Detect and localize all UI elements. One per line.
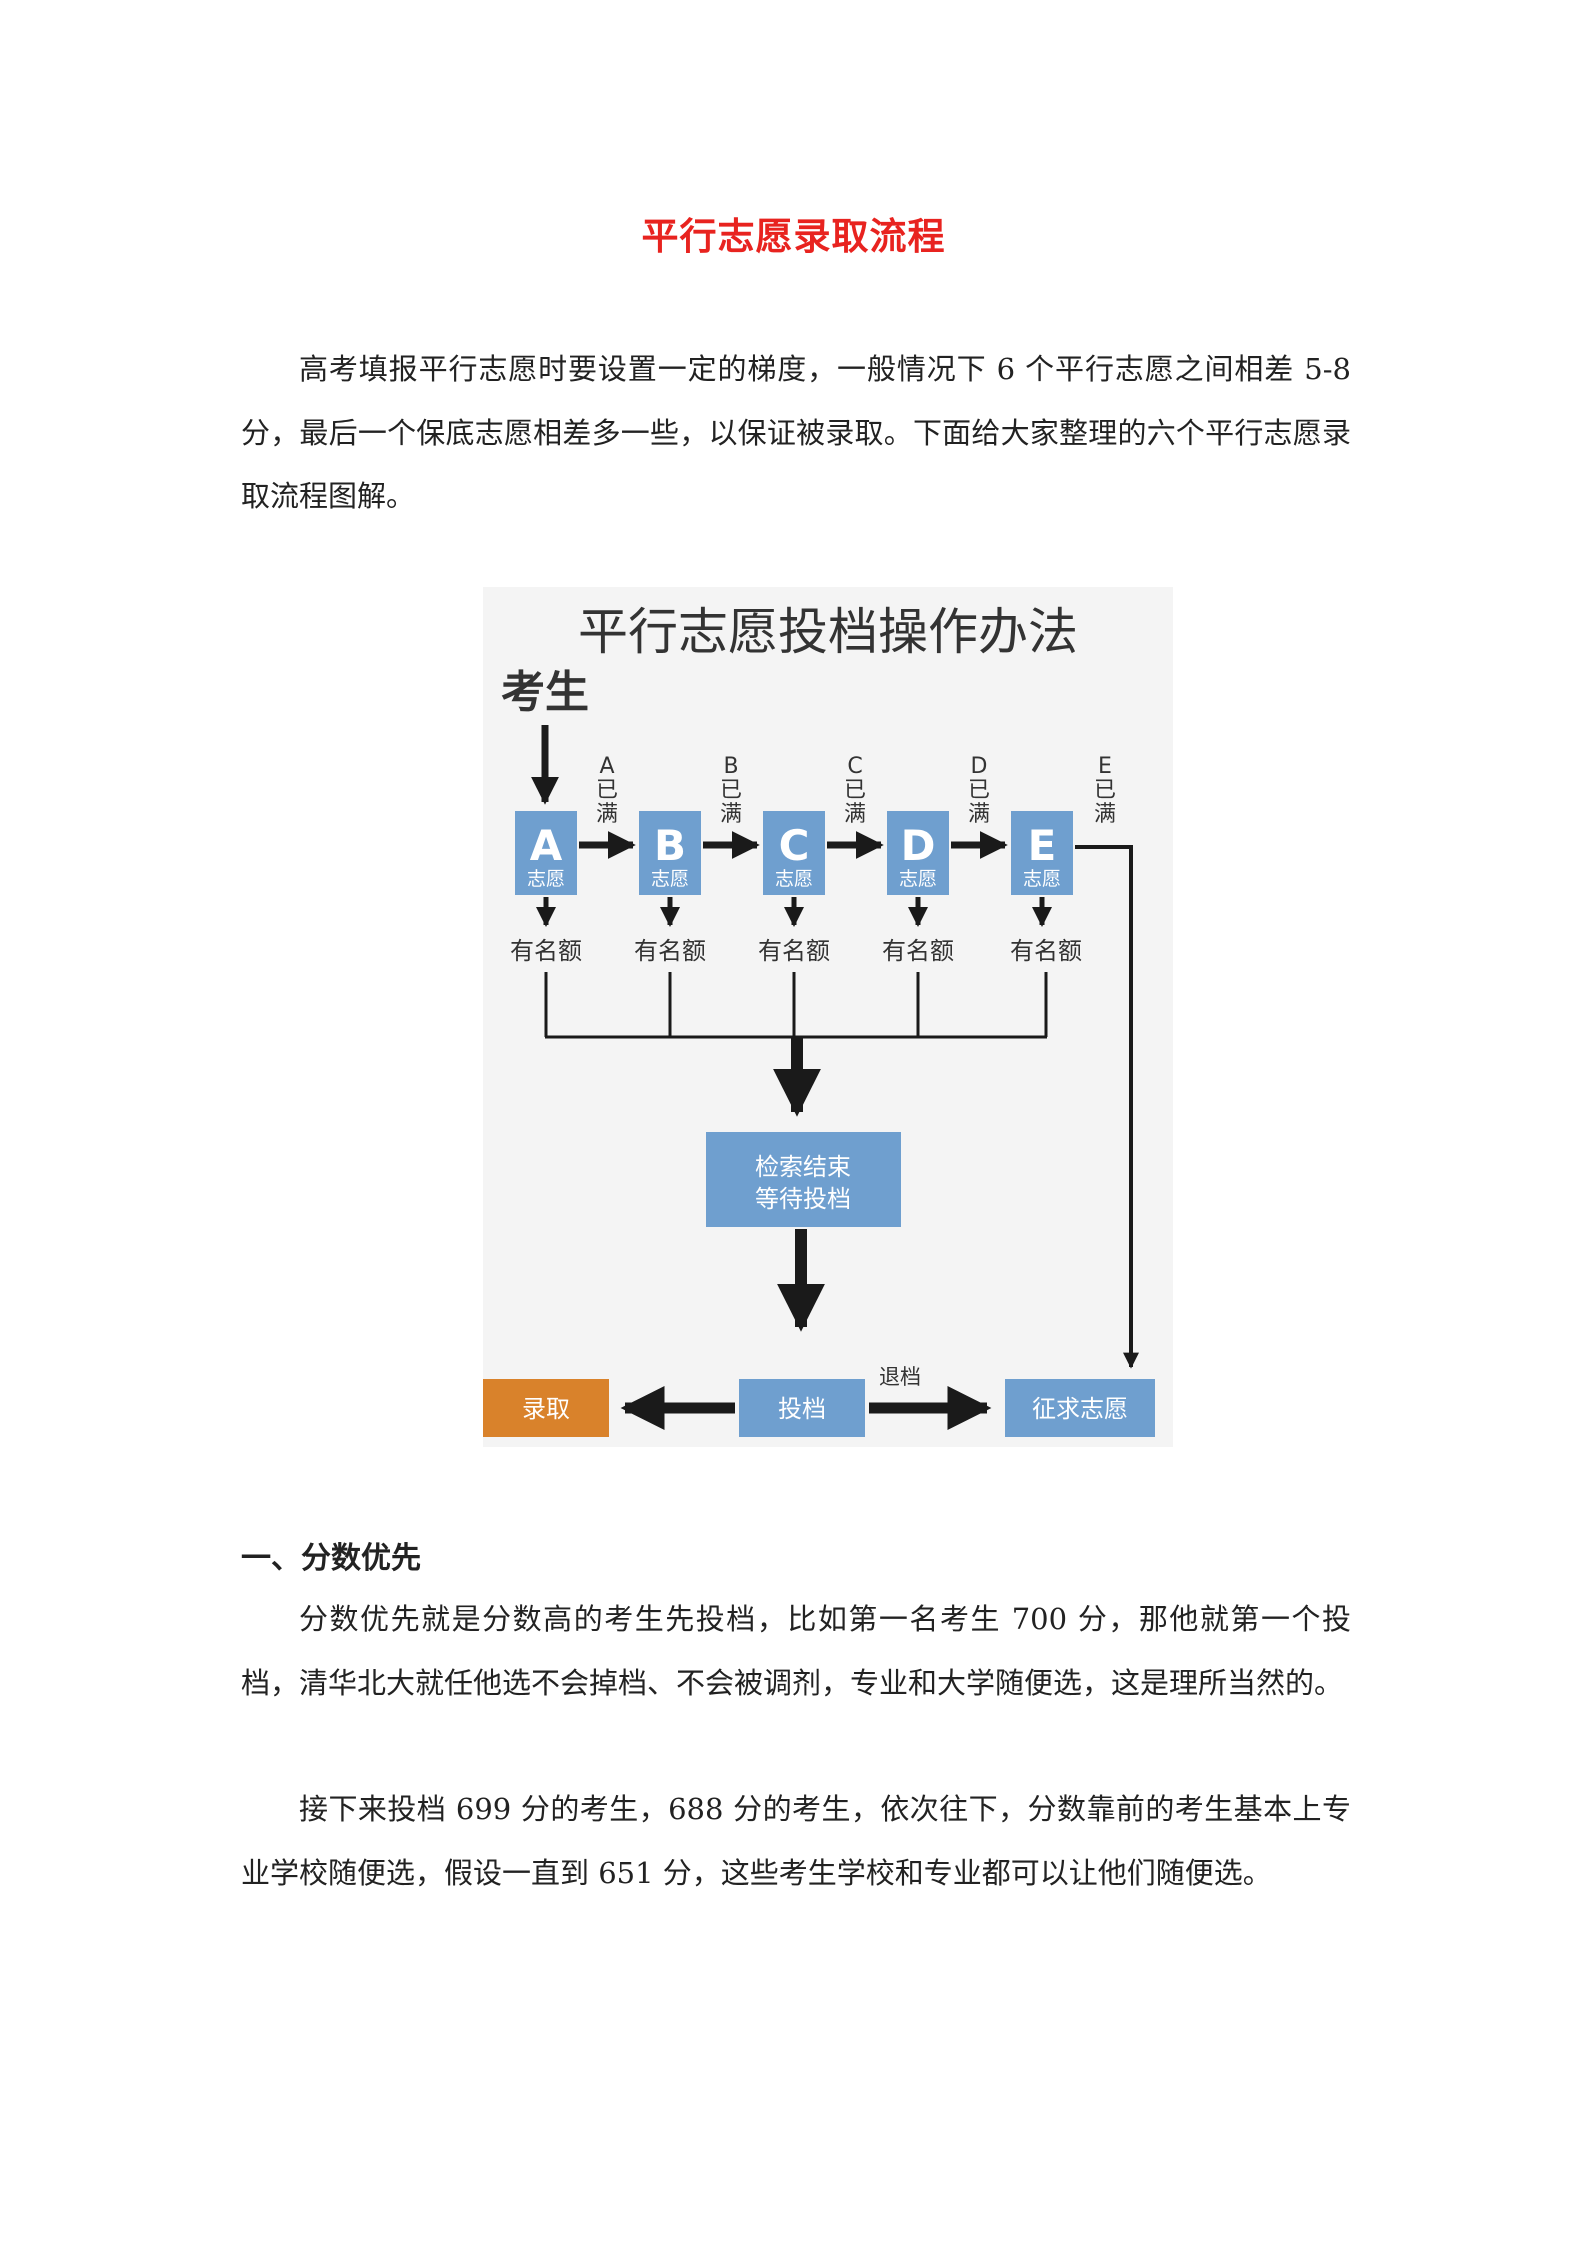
arrow-e-to-solicit bbox=[1075, 845, 1139, 1369]
label-c-full: C 已 满 bbox=[844, 754, 866, 827]
quota-a: 有名额 bbox=[510, 937, 582, 965]
admit-box: 录取 bbox=[483, 1379, 609, 1437]
svg-text:已: 已 bbox=[720, 778, 742, 803]
return-label: 退档 bbox=[879, 1365, 921, 1389]
svg-text:志愿: 志愿 bbox=[651, 868, 689, 890]
search-end-box: 检索结束 等待投档 bbox=[706, 1132, 901, 1227]
label-d-full: D 已 满 bbox=[968, 754, 990, 827]
svg-text:A: A bbox=[530, 821, 563, 870]
svg-text:志愿: 志愿 bbox=[775, 868, 813, 890]
box-a: A 志愿 bbox=[515, 811, 577, 895]
student-label: 考生 bbox=[501, 667, 589, 718]
box-d: D 志愿 bbox=[887, 811, 949, 895]
svg-text:已: 已 bbox=[844, 778, 866, 803]
quota-e: 有名额 bbox=[1010, 937, 1082, 965]
box-c: C 志愿 bbox=[763, 811, 825, 895]
svg-text:已: 已 bbox=[968, 778, 990, 803]
label-b-full: B 已 满 bbox=[720, 754, 742, 827]
label-e-full: E 已 满 bbox=[1094, 754, 1116, 827]
svg-text:C: C bbox=[847, 754, 862, 779]
svg-text:满: 满 bbox=[720, 802, 742, 827]
svg-text:C: C bbox=[779, 821, 810, 870]
svg-text:征求志愿: 征求志愿 bbox=[1032, 1395, 1128, 1423]
box-b: B 志愿 bbox=[639, 811, 701, 895]
svg-text:志愿: 志愿 bbox=[1023, 868, 1061, 890]
flowchart-figure: 平行志愿投档操作办法 考生 A 志愿 B 志愿 C 志愿 D 志愿 E 志愿 bbox=[483, 587, 1173, 1447]
box-e: E 志愿 bbox=[1011, 811, 1073, 895]
svg-text:满: 满 bbox=[968, 802, 990, 827]
svg-text:投档: 投档 bbox=[778, 1395, 826, 1423]
section1-paragraph-2: 接下来投档 699 分的考生，688 分的考生，依次往下，分数靠前的考生基本上专… bbox=[241, 1792, 1351, 1890]
svg-text:满: 满 bbox=[1094, 802, 1116, 827]
quota-b: 有名额 bbox=[634, 937, 706, 965]
solicit-box: 征求志愿 bbox=[1005, 1379, 1155, 1437]
document-title: 平行志愿录取流程 bbox=[641, 214, 946, 258]
svg-text:B: B bbox=[654, 821, 686, 870]
svg-text:已: 已 bbox=[596, 778, 618, 803]
svg-text:检索结束: 检索结束 bbox=[755, 1153, 851, 1181]
svg-text:E: E bbox=[1098, 754, 1112, 779]
quota-d: 有名额 bbox=[882, 937, 954, 965]
svg-text:E: E bbox=[1028, 821, 1057, 870]
svg-text:等待投档: 等待投档 bbox=[755, 1185, 851, 1213]
section1-paragraph-1: 分数优先就是分数高的考生先投档，比如第一名考生 700 分，那他就第一个投档，清… bbox=[241, 1602, 1351, 1700]
svg-text:已: 已 bbox=[1094, 778, 1116, 803]
svg-text:志愿: 志愿 bbox=[899, 868, 937, 890]
svg-text:满: 满 bbox=[844, 802, 866, 827]
svg-text:B: B bbox=[723, 754, 738, 779]
submit-box: 投档 bbox=[739, 1379, 865, 1437]
section-heading: 一、分数优先 bbox=[241, 1541, 421, 1576]
svg-text:D: D bbox=[971, 754, 988, 779]
label-a-full: A 已 满 bbox=[596, 754, 618, 827]
quota-c: 有名额 bbox=[758, 937, 830, 965]
svg-text:D: D bbox=[901, 821, 936, 870]
figure-title: 平行志愿投档操作办法 bbox=[578, 603, 1078, 661]
figure-background bbox=[483, 587, 1173, 1447]
svg-text:满: 满 bbox=[596, 802, 618, 827]
intro-paragraph: 高考填报平行志愿时要设置一定的梯度，一般情况下 6 个平行志愿之间相差 5-8 … bbox=[241, 352, 1351, 513]
svg-text:志愿: 志愿 bbox=[527, 868, 565, 890]
svg-text:录取: 录取 bbox=[522, 1395, 570, 1423]
svg-text:A: A bbox=[599, 754, 614, 779]
